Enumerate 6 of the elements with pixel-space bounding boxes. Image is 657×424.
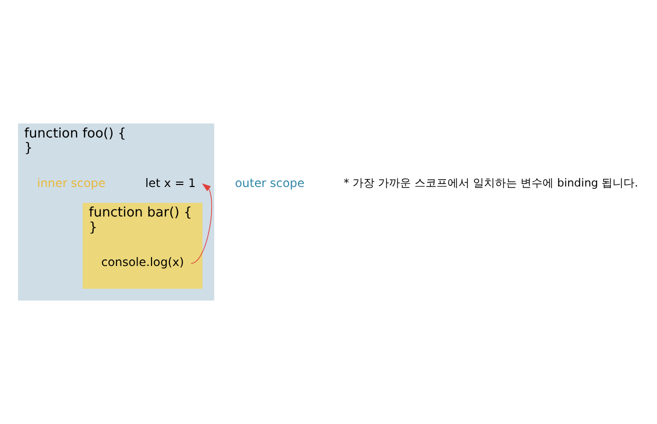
node-text: let x = 1	[145, 176, 196, 190]
arrow	[190, 183, 212, 264]
node-label: outer scope	[234, 176, 304, 190]
node-label: inner scope	[37, 176, 106, 190]
label: * 가장 가까운 스코프에서 일치하는 변수에 binding 됩니다.	[344, 176, 638, 190]
node-text: console.log(x)	[101, 255, 184, 270]
